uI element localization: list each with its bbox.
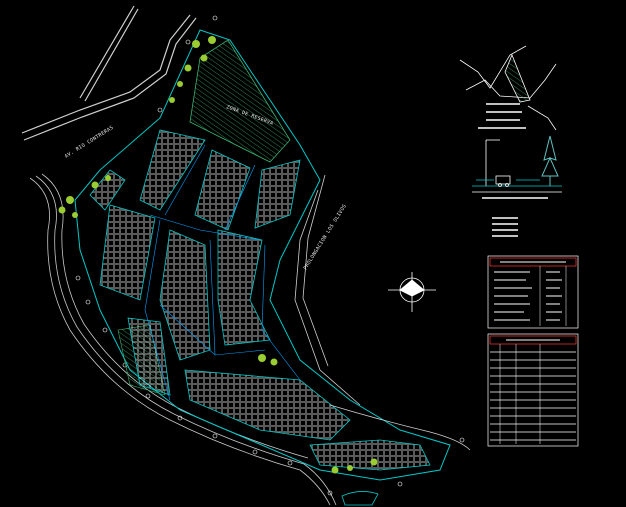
legend-block: [492, 217, 518, 237]
tree-icon: [192, 40, 200, 48]
location-map-icon: [459, 45, 557, 131]
internal-roads: [144, 144, 301, 401]
lot-block: [194, 149, 251, 231]
tree-icon: [208, 36, 216, 44]
tree-group: [58, 36, 378, 474]
tree-icon: [347, 465, 353, 471]
lot-blocks: [89, 129, 431, 471]
tree-icon: [200, 54, 208, 62]
highway-upper-left: [21, 5, 197, 141]
lot-block: [139, 129, 206, 211]
tree-icon: [541, 135, 559, 186]
lot-block: [309, 439, 431, 471]
tree-icon: [270, 358, 278, 366]
road-markers: [75, 15, 465, 496]
tree-icon: [66, 196, 74, 204]
tree-icon: [177, 81, 183, 87]
tree-icon: [258, 354, 266, 362]
summary-table-1: [487, 255, 579, 329]
tree-icon: [72, 212, 78, 218]
lot-block: [217, 229, 271, 346]
tree-icon: [169, 97, 175, 103]
road-label-upper-left: AV. RIO CONTRERAS: [64, 125, 115, 160]
pond-area: [341, 491, 379, 506]
tree-icon: [91, 181, 99, 189]
lot-block: [89, 169, 126, 211]
tree-icon: [184, 64, 192, 72]
subdivision-outline: [74, 29, 451, 481]
lot-block: [159, 229, 211, 361]
green-reserve-area: ZONA DE RESERVA: [189, 39, 291, 163]
lot-block: [254, 159, 301, 229]
lot-block: [99, 204, 156, 301]
summary-table-2: [487, 333, 579, 447]
road-section-icon: [472, 139, 562, 199]
road-lower-right: [294, 174, 471, 451]
tree-icon: [370, 458, 378, 466]
tree-icon: [58, 206, 66, 214]
tree-icon: [105, 175, 111, 181]
north-arrow-icon: [388, 272, 436, 312]
tree-icon: [331, 466, 339, 474]
lot-block: [127, 317, 171, 396]
